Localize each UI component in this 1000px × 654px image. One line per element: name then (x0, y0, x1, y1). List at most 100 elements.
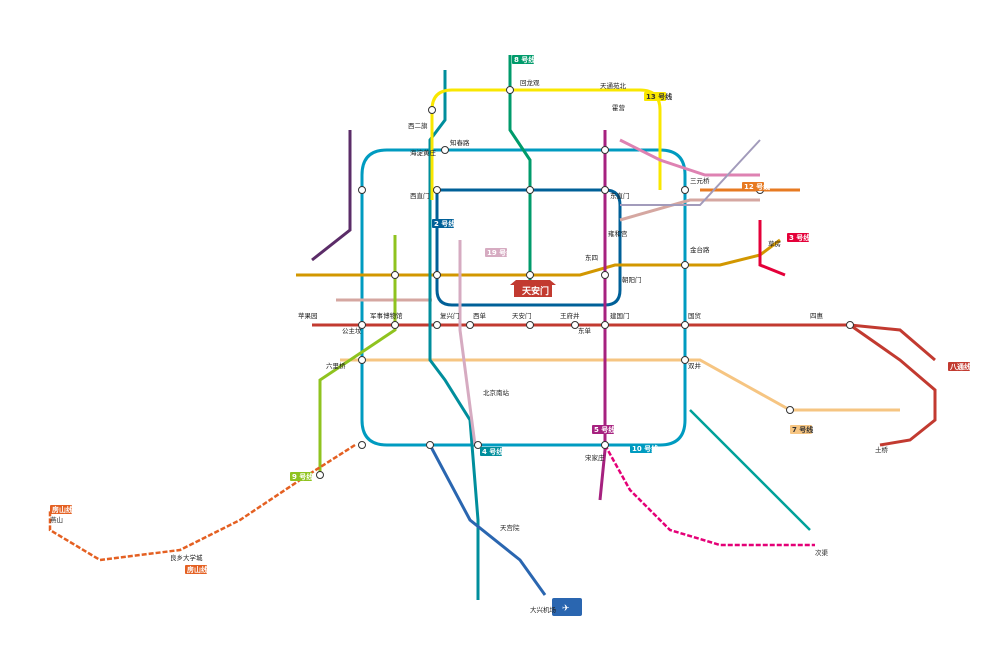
station-label-sanyuanqiao[interactable]: 三元桥 (690, 176, 710, 185)
station-label-chaoyangmen[interactable]: 朝阳门 (622, 275, 642, 284)
station-node[interactable] (681, 186, 689, 194)
station-node[interactable] (681, 356, 689, 364)
station-node[interactable] (601, 186, 609, 194)
line-changping[interactable] (619, 138, 760, 177)
station-label-ciqu[interactable]: 次渠 (815, 548, 829, 557)
line-13[interactable] (430, 88, 662, 200)
station-label-songjiazhuang[interactable]: 宋家庄 (585, 453, 605, 462)
station-node[interactable] (441, 146, 449, 154)
station-node[interactable] (358, 356, 366, 364)
station-label-tiantongyuan[interactable]: 天通苑北 (600, 81, 627, 90)
station-node[interactable] (571, 321, 579, 329)
station-label-beijingnan[interactable]: 北京南站 (483, 388, 510, 397)
station-label-liangxiang[interactable]: 良乡大学城 (170, 553, 203, 562)
station-node[interactable] (506, 86, 514, 94)
line-9[interactable] (318, 235, 397, 475)
station-label-jintai[interactable]: 金台路 (690, 245, 710, 254)
station-node[interactable] (526, 321, 534, 329)
line-19[interactable] (458, 240, 477, 446)
station-label-yonghegong[interactable]: 雍和宫 (608, 229, 628, 238)
station-label-jianguomen[interactable]: 建国门 (610, 311, 630, 320)
station-label-sihui[interactable]: 四惠 (810, 311, 824, 320)
station-node[interactable] (433, 321, 441, 329)
station-label-tuqiao[interactable]: 土桥 (875, 445, 889, 454)
station-label-tiangongyuan[interactable]: 天宫院 (500, 523, 520, 532)
station-node[interactable] (601, 146, 609, 154)
station-node[interactable] (426, 441, 434, 449)
svg-text:8 号线: 8 号线 (514, 55, 535, 64)
station-label-dongsi[interactable]: 东四 (585, 253, 598, 262)
line-1[interactable] (312, 323, 936, 362)
line-7[interactable] (340, 358, 900, 412)
line-yizhuang[interactable] (603, 444, 815, 547)
station-node[interactable] (601, 441, 609, 449)
station-label-huoying[interactable]: 霍营 (612, 103, 626, 112)
line-airport[interactable] (620, 139, 761, 206)
badge-line-8[interactable]: 8 号线 (512, 55, 535, 64)
station-label-fuxingmen[interactable]: 复兴门 (440, 311, 460, 320)
line-4[interactable] (428, 70, 480, 600)
line-batong[interactable] (849, 323, 937, 447)
line-southeast[interactable] (689, 409, 811, 531)
badge-line-3[interactable]: 3 号线 (787, 233, 810, 242)
station-label-haidian[interactable]: 海淀黄庄 (410, 148, 437, 157)
station-node[interactable] (526, 271, 534, 279)
line-5[interactable] (598, 130, 607, 501)
badge-line-13[interactable]: 13 号线 (644, 92, 672, 101)
badge-line-fangshan-west[interactable]: 房山线 (50, 505, 73, 514)
station-label-yanshan[interactable]: 燕山 (50, 515, 63, 524)
badge-line-batong[interactable]: 八通线 (948, 362, 971, 371)
station-node[interactable] (428, 106, 436, 114)
station-node[interactable] (786, 406, 794, 414)
station-node[interactable] (846, 321, 854, 329)
badge-line-5[interactable]: 5 号线 (592, 425, 615, 434)
station-label-wangfujing[interactable]: 王府井 (560, 311, 580, 320)
station-label-daxing-airport[interactable]: 大兴机场 (530, 605, 557, 614)
badge-line-fangshan[interactable]: 房山线 (185, 565, 208, 574)
station-node[interactable] (474, 441, 482, 449)
badge-line-12[interactable]: 12 号线 (742, 182, 770, 191)
station-label-junbo[interactable]: 军事博物馆 (370, 311, 403, 320)
station-node[interactable] (358, 321, 366, 329)
station-node[interactable] (391, 271, 399, 279)
station-node[interactable] (358, 441, 366, 449)
station-node[interactable] (391, 321, 399, 329)
station-node[interactable] (601, 321, 609, 329)
station-node[interactable] (601, 271, 609, 279)
station-node[interactable] (433, 186, 441, 194)
station-label-tiananmen[interactable]: 天安门 (512, 311, 532, 320)
station-label-zhichun[interactable]: 知春路 (450, 138, 470, 147)
station-label-huilongguan[interactable]: 回龙观 (520, 78, 540, 87)
svg-text:10 号线: 10 号线 (632, 444, 658, 453)
station-node[interactable] (316, 471, 324, 479)
station-label-dongzhimen[interactable]: 东直门 (610, 191, 630, 200)
line-15[interactable] (311, 130, 352, 262)
station-node[interactable] (433, 271, 441, 279)
line-2[interactable] (435, 188, 622, 307)
station-label-guomao[interactable]: 国贸 (688, 311, 702, 320)
line-10[interactable] (360, 148, 687, 447)
station-label-xidan[interactable]: 西单 (473, 311, 487, 320)
badge-line-4[interactable]: 4 号线 (480, 447, 503, 456)
badge-line-10[interactable]: 10 号线 (630, 444, 658, 453)
line-daxing-airport[interactable] (428, 444, 547, 596)
line-14[interactable] (336, 198, 760, 302)
station-label-gongzhufen[interactable]: 公主坟 (342, 326, 362, 335)
station-node[interactable] (681, 261, 689, 269)
station-label-xierqi[interactable]: 西二旗 (408, 121, 428, 130)
station-label-dongdan[interactable]: 东单 (578, 326, 592, 335)
station-label-liuliqiao[interactable]: 六里桥 (326, 361, 346, 370)
station-node[interactable] (466, 321, 474, 329)
station-label-pingguoyuan[interactable]: 苹果园 (298, 311, 318, 320)
station-label-shuangjing[interactable]: 双井 (688, 361, 702, 370)
badge-line-2[interactable]: 2 号线 (432, 219, 455, 228)
station-node[interactable] (681, 321, 689, 329)
station-node[interactable] (526, 186, 534, 194)
station-node[interactable] (358, 186, 366, 194)
badge-line-9[interactable]: 9 号线 (290, 472, 313, 481)
line-3[interactable] (758, 220, 786, 277)
station-label-caofang[interactable]: 草房 (768, 239, 781, 248)
station-label-xizhimen[interactable]: 西直门 (410, 191, 430, 200)
badge-line-7[interactable]: 7 号线 (790, 425, 813, 434)
badge-line-19[interactable]: 19 号线 (485, 248, 513, 257)
